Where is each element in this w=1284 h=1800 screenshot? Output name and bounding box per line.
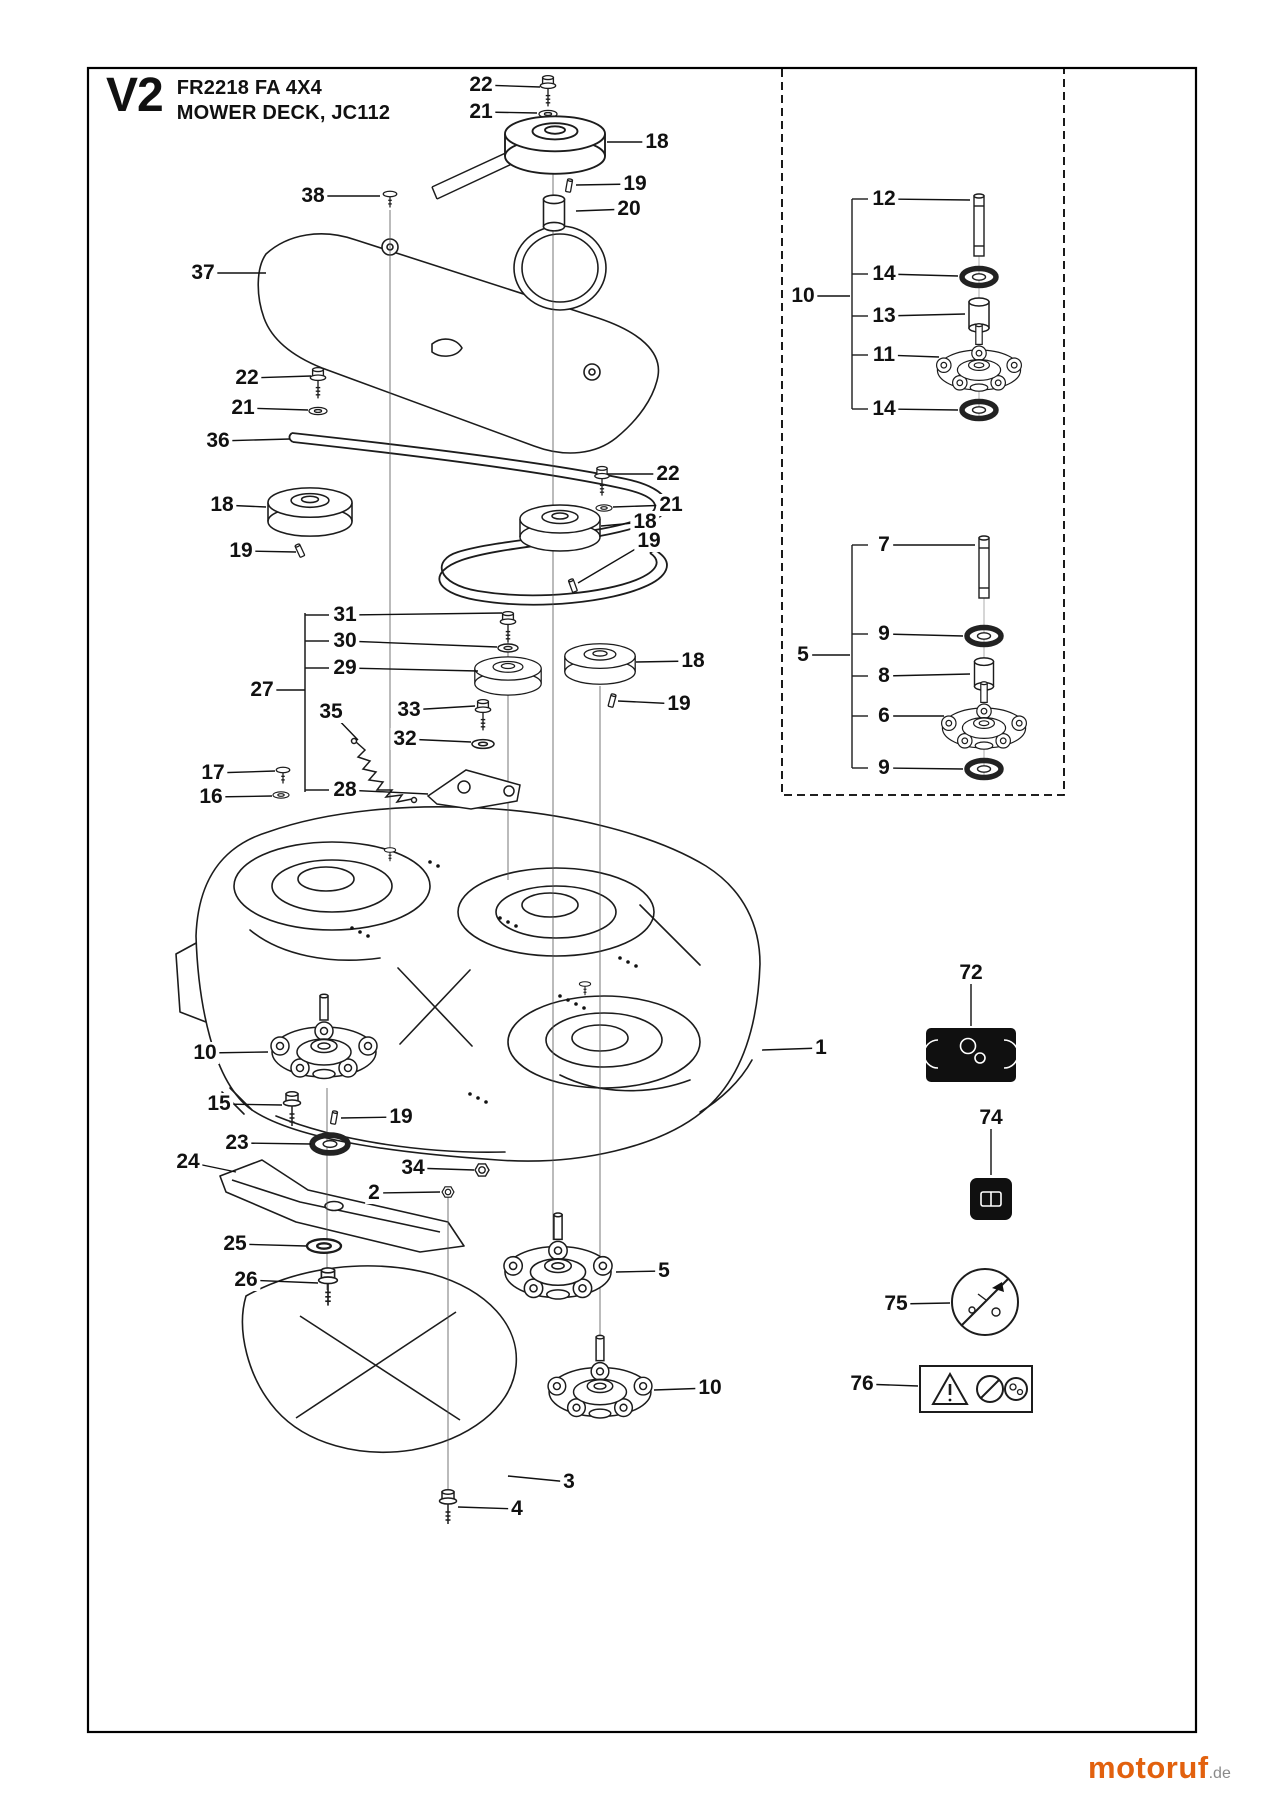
leader-line-29: [344, 667, 479, 672]
leader-line-8: [883, 673, 971, 677]
leader-line-36: [217, 438, 291, 442]
deck-rivet-dots: [350, 860, 638, 1104]
leader-line-21: [612, 504, 672, 508]
leader-line-20: [575, 208, 630, 212]
leader-line-12: [883, 198, 971, 201]
decal-76: [919, 1365, 1033, 1413]
tensioner-assembly: [272, 610, 636, 810]
leader-line-18: [600, 521, 646, 527]
leader-line-34: [412, 1167, 475, 1171]
watermark: motoruf.de: [1088, 1750, 1231, 1786]
belt-cover-drawing: [257, 225, 660, 454]
leader-line-24: [187, 1161, 237, 1173]
model-code: FR2218 FA 4X4: [176, 77, 322, 99]
leader-line-18: [221, 504, 267, 508]
deck-subtitle: MOWER DECK, JC112: [176, 102, 391, 124]
leader-line-19: [340, 1116, 402, 1119]
leader-line-31: [344, 612, 503, 616]
leader-line-30: [344, 640, 498, 648]
leader-line-19: [575, 183, 636, 186]
leader-line-14: [883, 273, 959, 277]
leader-line-33: [408, 705, 476, 711]
leader-line-5: [615, 1270, 665, 1273]
mower-deck-drawing: [175, 806, 761, 1162]
leader-line-11: [883, 354, 940, 358]
leader-line-25: [234, 1243, 307, 1247]
guard-drawing: [241, 1265, 518, 1453]
left-spindle-assembly: [270, 993, 378, 1307]
leader-line-1: [761, 1047, 822, 1051]
leader-line-19: [617, 700, 680, 705]
leader-line-75: [895, 1302, 951, 1305]
leader-line-18: [635, 660, 694, 663]
leader-line-76: [861, 1383, 919, 1387]
detail-spindle-10: [851, 193, 1023, 419]
leader-line-22: [480, 84, 541, 88]
leader-line-32: [404, 738, 472, 743]
leader-line-23: [236, 1142, 312, 1145]
detail-box-border: [781, 69, 1065, 796]
leader-line-9: [883, 767, 964, 770]
detail-spindle-5: [851, 535, 1028, 778]
leader-line-9: [883, 633, 964, 637]
leader-line-22: [246, 375, 312, 379]
leader-line-21: [480, 111, 538, 114]
page-borders: [86, 66, 1198, 1734]
decal-74: [970, 1178, 1012, 1220]
blade-drawing: [219, 1159, 465, 1253]
leader-line-16: [210, 795, 273, 798]
decals: [919, 1028, 1033, 1413]
leader-line-21: [242, 407, 309, 411]
leader-line-10: [653, 1387, 711, 1391]
leader-line-15: [218, 1103, 283, 1106]
leader-line-4: [457, 1506, 518, 1510]
decal-72: [923, 1028, 1019, 1082]
leader-line-35: [330, 711, 359, 741]
top-pulley-assembly: [382, 74, 606, 232]
leader-line-3: [507, 1475, 570, 1483]
leader-line-14: [883, 408, 959, 411]
main-border: [86, 66, 1198, 1734]
decal-75: [951, 1268, 1019, 1336]
watermark-name: motoruf: [1088, 1750, 1209, 1785]
leader-line-17: [212, 770, 276, 774]
leader-line-19: [240, 550, 297, 553]
leader-line-13: [883, 313, 966, 317]
leader-line-2: [373, 1191, 441, 1194]
watermark-tld: .de: [1208, 1765, 1231, 1782]
leader-line-10: [204, 1051, 269, 1054]
title-block: V2 FR2218 FA 4X4 MOWER DECK, JC112: [106, 72, 390, 126]
page-title: V2: [106, 69, 164, 122]
